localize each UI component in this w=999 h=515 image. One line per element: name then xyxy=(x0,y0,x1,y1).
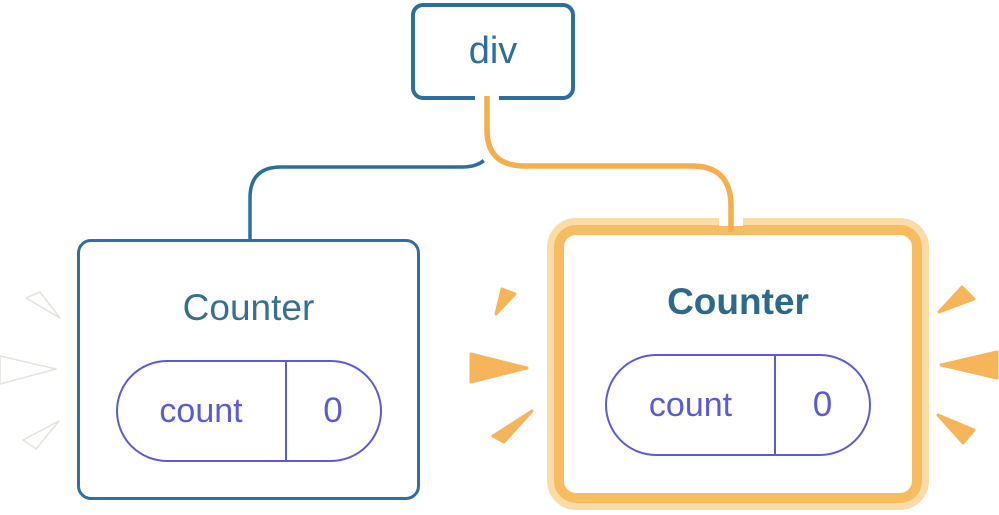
burst-marks-highlight-right xyxy=(936,285,999,445)
burst-orange-top-right xyxy=(937,285,976,314)
burst-orange-bottom-left xyxy=(491,409,534,444)
burst-orange-middle-left xyxy=(469,352,529,384)
state-value: 0 xyxy=(323,391,343,430)
root-node-label: div xyxy=(468,30,518,72)
state-pill: count 0 xyxy=(115,360,382,462)
root-node: div xyxy=(411,3,575,100)
state-name: count xyxy=(607,356,776,454)
state-pill: count 0 xyxy=(605,354,871,456)
counter-card-left: Counter count 0 xyxy=(77,239,420,500)
burst-white-middle xyxy=(0,355,57,385)
edge-to-right-counter xyxy=(484,96,734,232)
edge-to-right-counter-casing xyxy=(475,93,743,226)
state-name: count xyxy=(118,362,287,460)
burst-orange-top-left xyxy=(494,287,517,316)
counter-title: Counter xyxy=(667,281,809,322)
burst-marks-highlight-left xyxy=(469,287,534,444)
burst-white-top xyxy=(25,291,61,319)
burst-white-bottom xyxy=(22,420,60,450)
edge-to-left-counter xyxy=(248,103,495,240)
burst-orange-middle-right xyxy=(939,350,999,380)
state-value: 0 xyxy=(812,385,833,424)
burst-marks-left-white xyxy=(0,291,61,450)
counter-card-right-highlighted: Counter count 0 xyxy=(554,225,922,503)
burst-orange-bottom-right xyxy=(936,413,976,445)
counter-title: Counter xyxy=(182,287,315,328)
